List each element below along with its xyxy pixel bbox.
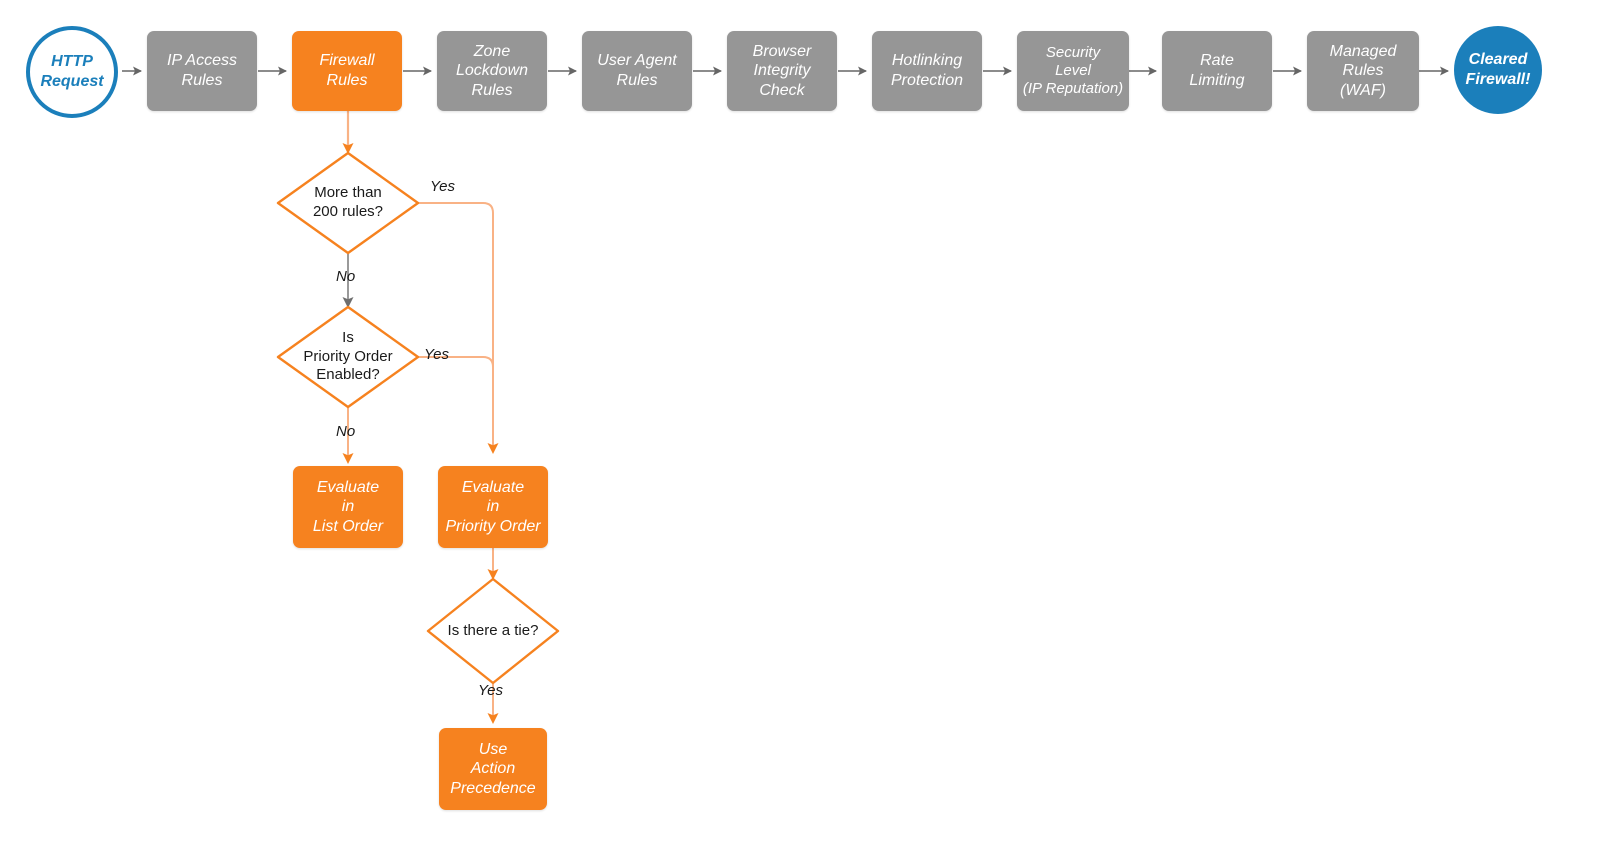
node-ip-access-rules[interactable]: IP Access Rules — [147, 31, 257, 111]
edge-label-priority-yes: Yes — [424, 346, 450, 363]
decision-priority-order-enabled — [276, 305, 420, 409]
decision-more-than-200-rules — [276, 151, 420, 255]
node-security-level[interactable]: Security Level (IP Reputation) — [1017, 31, 1129, 111]
node-evaluate-list-order[interactable]: Evaluate in List Order — [293, 466, 403, 548]
decision-is-there-a-tie — [426, 577, 560, 685]
node-firewall-rules[interactable]: Firewall Rules — [292, 31, 402, 111]
node-use-action-precedence[interactable]: Use Action Precedence — [439, 728, 547, 810]
node-user-agent-rules[interactable]: User Agent Rules — [582, 31, 692, 111]
edge-label-priority-no: No — [336, 423, 356, 440]
node-http-request[interactable]: HTTP Request — [26, 26, 118, 118]
node-hotlinking-protection[interactable]: Hotlinking Protection — [872, 31, 982, 111]
node-zone-lockdown-rules[interactable]: Zone Lockdown Rules — [437, 31, 547, 111]
edge-label-rules-yes: Yes — [430, 178, 456, 195]
connector-decision1-yes — [417, 202, 499, 454]
edge-label-tie-yes: Yes — [478, 682, 504, 699]
node-cleared-firewall[interactable]: Cleared Firewall! — [1454, 26, 1542, 114]
node-managed-rules-waf[interactable]: Managed Rules (WAF) — [1307, 31, 1419, 111]
node-browser-integrity-check[interactable]: Browser Integrity Check — [727, 31, 837, 111]
node-evaluate-priority-order[interactable]: Evaluate in Priority Order — [438, 466, 548, 548]
edge-label-rules-no: No — [336, 268, 356, 285]
node-rate-limiting[interactable]: Rate Limiting — [1162, 31, 1272, 111]
connector-decision2-yes — [417, 356, 494, 430]
